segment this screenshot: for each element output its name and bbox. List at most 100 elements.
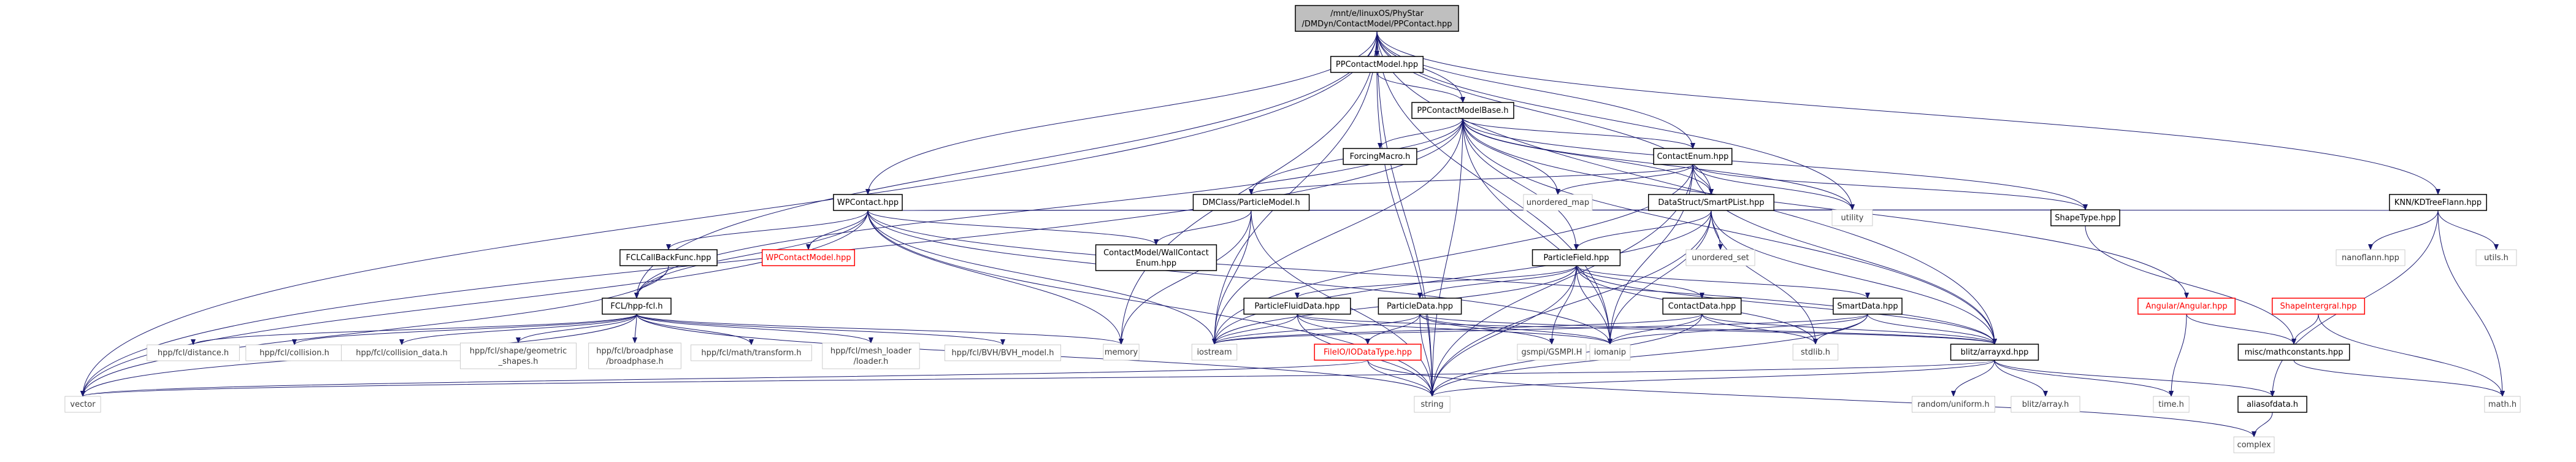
node-aliasof[interactable]: aliasofdata.h [2237,396,2307,413]
node-fclcb[interactable]: FCLCallBackFunc.hpp [619,249,718,266]
edge-smartdata-to-stdlib [1813,314,1868,345]
edge-ppcmb-to-fcl [634,118,1463,299]
edge-particlefield-to-pfluid [1295,265,1577,299]
edge-contactenum-to-unordered_map [1555,164,1693,195]
node-particlefield[interactable]: ParticleField.hpp [1531,249,1621,266]
edge-particlefield-to-iomanip [1576,265,1612,345]
edge-shapeintegral-to-misc [2291,314,2319,345]
edge-root-to-string [1376,31,1435,397]
edge-root-to-vector [80,31,1378,397]
edge-shapeintegral-to-math [2318,314,2505,397]
node-pfluid[interactable]: ParticleFluidData.hpp [1243,298,1351,315]
node-box [2484,396,2521,413]
node-label: utility [1841,214,1864,223]
node-wpcm[interactable]: WPContactModel.hpp [761,249,856,266]
node-box [460,342,577,369]
edge-ppcmb-to-blitz [1462,118,1997,345]
node-dmclass[interactable]: DMClass/ParticleModel.h [1192,194,1310,211]
node-knn[interactable]: KNN/KDTreeFlann.hpp [2389,194,2487,211]
node-box [588,342,681,369]
node-box [833,194,903,211]
edge-ppcmb-to-contactenum [1462,118,1695,149]
edge-root-to-iostream [1212,31,1378,345]
node-box [64,396,101,413]
edge-ppcmb-to-forcing [1378,118,1463,149]
node-box [602,298,672,315]
node-box [761,249,856,266]
edge-shapetype-to-misc [2085,225,2296,345]
node-label: /broadphase.h [606,357,663,366]
node-label: _shapes.h [498,357,539,366]
node-ppcmb[interactable]: PPContactModelBase.h [1411,102,1514,119]
node-label: Enum.hpp [1136,259,1176,268]
node-blitz[interactable]: blitz/arrayxd.hpp [1950,344,2039,361]
node-label: nanoflann.hpp [2342,253,2399,263]
edge-dmclass-to-memory [1119,210,1252,345]
node-hpp_bvh: hpp/fcl/BVH/BVH_model.h [945,344,1061,361]
edge-wpcontact-to-iostream [867,210,1217,345]
node-label: aliasofdata.h [2247,400,2298,409]
edge-dmclass-to-iostream [1212,210,1252,345]
node-fcl[interactable]: FCL/hpp-fcl.h [602,298,672,315]
edge-pfluid-to-blitz [1297,314,1997,345]
node-label: hpp/fcl/shape/geometric [470,347,567,356]
node-shapeintegral[interactable]: ShapeIntergral.hpp [2271,298,2366,315]
node-angular[interactable]: Angular/Angular.hpp [2137,298,2236,315]
edge-smartdata-to-blitz [1867,314,1997,345]
edge-root-to-utility [1376,31,1855,210]
node-contactenum[interactable]: ContactEnum.hpp [1653,148,1733,165]
node-forcing[interactable]: ForcingMacro.h [1343,148,1417,165]
node-box [1831,209,1873,226]
node-unordered_map: unordered_map [1523,194,1593,211]
edge-ppcm-to-string [1376,72,1435,397]
node-random: random/uniform.h [1911,396,1995,413]
node-box [1378,298,1462,315]
node-hpp_collision: hpp/fcl/collision.h [245,344,343,361]
edge-smartplist-to-string [1430,210,1712,397]
edge-particlefield-to-pdata [1417,265,1577,299]
node-box [1950,344,2039,361]
edge-ppcmb-to-shapetype [1462,118,2088,210]
node-box [2011,396,2080,413]
node-box [2137,298,2236,315]
node-label: string [1420,400,1443,409]
node-label: stdlib.h [1801,348,1830,357]
edge-root-to-fcl [634,31,1378,299]
node-label: ContactData.hpp [1668,302,1736,311]
edge-fcl-to-hpp_broad [632,314,638,344]
node-label: hpp/fcl/mesh_loader [830,347,912,356]
node-stdlib: stdlib.h [1792,344,1839,361]
edge-wpcontact-to-iomanip [867,210,1612,345]
node-vector: vector [64,396,101,413]
node-smartdata[interactable]: SmartData.hpp [1833,298,1903,315]
edge-root-to-blitz [1376,31,1997,345]
node-label: ShapeType.hpp [2055,214,2115,223]
node-ppcm[interactable]: PPContactModel.hpp [1330,56,1424,73]
node-misc[interactable]: misc/mathconstants.hpp [2237,344,2350,361]
edge-fcl-to-hpp_shape [516,314,637,344]
edge-ppcmb-to-iostream [1212,118,1463,345]
node-label: utils.h [2484,253,2509,263]
edge-root-to-knn [1376,31,2440,195]
edge-smartplist-to-particlefield [1574,210,1712,250]
node-shapetype[interactable]: ShapeType.hpp [2050,209,2120,226]
node-contactdata[interactable]: ContactData.hpp [1662,298,1742,315]
node-fileio[interactable]: FileIO/IODataType.hpp [1314,344,1422,361]
node-box [2153,396,2190,413]
node-label: random/uniform.h [1917,400,1990,409]
edge-ppcmb-to-string [1430,118,1463,397]
node-label: hpp/fcl/math/transform.h [701,348,801,358]
node-pdata[interactable]: ParticleData.hpp [1378,298,1462,315]
node-label: iomanip [1594,348,1626,357]
node-root[interactable]: /mnt/e/linuxOS/PhyStar/DMDyn/ContactMode… [1295,5,1459,32]
node-iomanip: iomanip [1589,344,1631,361]
node-smartplist[interactable]: DataStruct/SmartPList.hpp [1648,194,1774,211]
edge-fcl-to-hpp_distance [191,314,637,345]
node-wpcontact[interactable]: WPContact.hpp [833,194,903,211]
node-label: unordered_set [1692,253,1749,263]
node-box [1523,194,1593,211]
node-label: /mnt/e/linuxOS/PhyStar [1330,9,1424,18]
node-label: FileIO/IODataType.hpp [1324,348,1412,357]
